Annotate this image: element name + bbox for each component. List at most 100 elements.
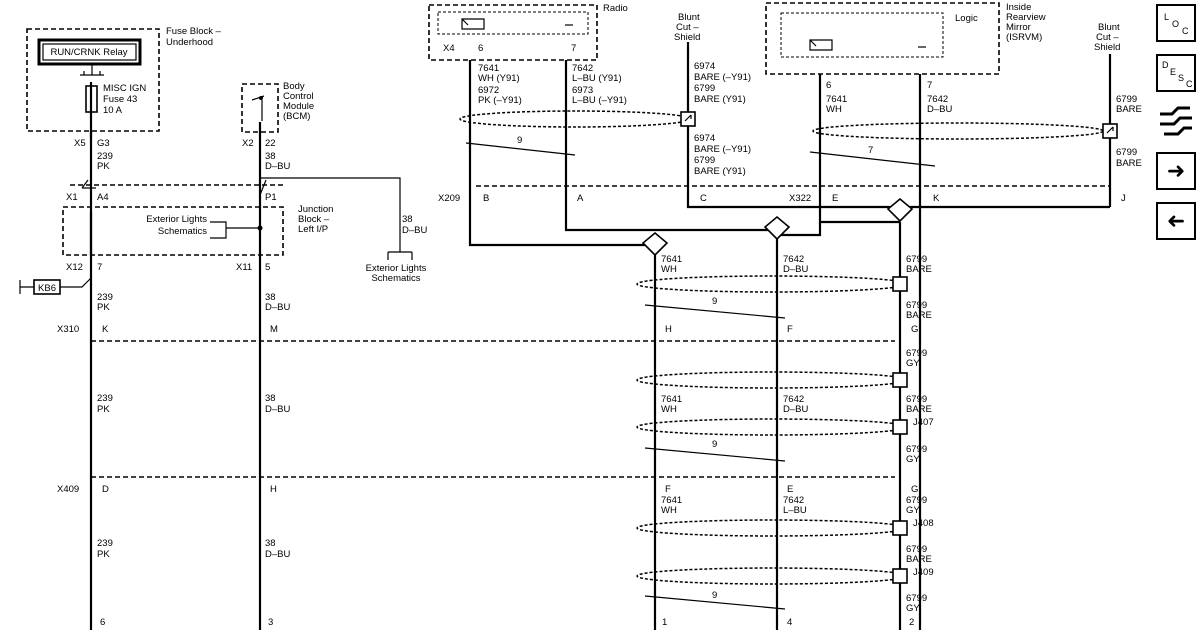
pin-x310-m: M (270, 324, 278, 335)
wire-38-a: 38 (265, 151, 276, 162)
wire-wh-a: WH (661, 264, 677, 275)
conn-x4: X4 (443, 43, 455, 54)
desc-s: S (1178, 73, 1185, 83)
twist-shield-3 (636, 418, 908, 436)
twist-shield-1 (636, 275, 908, 293)
twist-shield-4 (636, 519, 908, 537)
wire-7641-b: 7641 (661, 394, 682, 405)
s6799-a: 6799 (694, 83, 715, 94)
wire-7642-c: 7642 (783, 495, 804, 506)
fuse-block-label-1: Fuse Block – (166, 26, 222, 37)
pin-7: 7 (97, 262, 102, 273)
bcm-label-3: Module (283, 101, 314, 112)
wire-38-c: 38 (265, 292, 276, 303)
twist-9-a: 9 (712, 296, 717, 307)
conn-x2: X2 (242, 138, 254, 149)
next-button[interactable]: ➜ (1156, 152, 1196, 190)
blunt2-label-2: Cut – (1096, 32, 1119, 43)
jb-ext-label-2: Schematics (158, 226, 207, 237)
loc-button[interactable]: L O C (1156, 4, 1196, 42)
junction-block-outline (62, 206, 284, 256)
wire-pk-b: PK (97, 302, 110, 313)
radio-pin-7: 7 (571, 43, 576, 54)
s2-bare-a: BARE (1116, 104, 1142, 115)
blunt2-label-3: Shield (1094, 42, 1120, 53)
pin-x209-a: A (577, 193, 584, 204)
s6974-a: 6974 (694, 61, 715, 72)
wire-6799-d: 6799 (906, 394, 927, 405)
desc-button[interactable]: D E S C (1156, 54, 1196, 92)
prev-button[interactable]: ➜ (1156, 202, 1196, 240)
twist-shield-2 (636, 371, 908, 389)
shield-splice-2 (1102, 123, 1118, 139)
radio-label: Radio (603, 3, 628, 14)
wiring-schematic: Fuse Block – Underhood RUN/CRNK Relay MI… (19, 2, 1142, 630)
wire-dbu-d: D–BU (265, 404, 290, 415)
bottom-pin-4: 4 (787, 617, 792, 628)
fuse-label-2: Fuse 43 (103, 94, 137, 105)
nav-panel: L O C D E S C ➜ ➜ (1152, 0, 1200, 630)
isrvm-label-2: Rearview (1006, 12, 1046, 23)
ext-lights-label-2: Schematics (371, 273, 420, 284)
isrvm-label-1: Inside (1006, 2, 1031, 13)
isrvm-pin-6: 6 (826, 80, 831, 91)
bottom-pin-2: 2 (909, 617, 914, 628)
fuse-block-outline (26, 28, 160, 132)
arrow-right-icon: ➜ (1166, 158, 1186, 184)
wire-gy-d: GY (906, 603, 920, 614)
wire-239-c: 239 (97, 393, 113, 404)
wire-wh-b: WH (661, 404, 677, 415)
s2-bare-b: BARE (1116, 158, 1142, 169)
isrvm-twist-7: 7 (868, 145, 873, 156)
pin-x409-f: F (665, 484, 671, 495)
pin-x409-h: H (270, 484, 277, 495)
pin-5: 5 (265, 262, 270, 273)
conn-x322: X322 (789, 193, 811, 204)
isrvm-dbu: D–BU (927, 104, 952, 115)
pin-22: 22 (265, 138, 276, 149)
radio-twist-9: 9 (517, 135, 522, 146)
pin-x322-k: K (933, 193, 940, 204)
wire-bare-b: BARE (906, 310, 932, 321)
desc-e: E (1170, 67, 1177, 77)
bottom-pin-1: 1 (662, 617, 667, 628)
wire-7642-b: 7642 (783, 394, 804, 405)
desc-c: C (1186, 79, 1193, 89)
isrvm-wire-wh (777, 74, 822, 237)
twist-shield-5 (636, 567, 908, 585)
wire-7641-c: 7641 (661, 495, 682, 506)
label-j409: J409 (913, 567, 934, 578)
twist-9-b: 9 (712, 439, 717, 450)
pin-x209-c: C (700, 193, 707, 204)
radio-wire-lbu-ny91: L–BU (–Y91) (572, 95, 627, 106)
radio-wire-lbu-y91: L–BU (Y91) (572, 73, 622, 84)
s6799-b: 6799 (694, 155, 715, 166)
arrow-left-icon: ➜ (1166, 208, 1186, 234)
isrvm-7642: 7642 (927, 94, 948, 105)
radio-wire-lbu (564, 60, 777, 232)
isrvm-label-4: (ISRVM) (1006, 32, 1042, 43)
s2-6799-a: 6799 (1116, 94, 1137, 105)
wire-38-e: 38 (265, 538, 276, 549)
pin-x322-j: J (1121, 193, 1126, 204)
wire-dbu-b: D–BU (402, 225, 427, 236)
jb-label-2: Block – (298, 214, 330, 225)
wire-wh-c: WH (661, 505, 677, 516)
wire-6799-c: 6799 (906, 348, 927, 359)
conn-x209: X209 (438, 193, 460, 204)
connector-view-icon[interactable] (1156, 104, 1196, 142)
s-bare-ny91-a: BARE (–Y91) (694, 72, 751, 83)
conn-x12: X12 (66, 262, 83, 273)
pin-x409-e: E (787, 484, 793, 495)
blunt2-label-1: Blunt (1098, 22, 1120, 33)
wire-gy-a: GY (906, 358, 920, 369)
wire-dbu-e: D–BU (265, 549, 290, 560)
jb-label-3: Left I/P (298, 224, 328, 235)
bcm-label-1: Body (283, 81, 305, 92)
radio-wire-7641: 7641 (478, 63, 499, 74)
ext-lights-label-1: Exterior Lights (366, 263, 427, 274)
splice-j407 (892, 419, 908, 435)
isrvm-outline (765, 2, 1000, 75)
splice-wh (641, 231, 669, 257)
conn-x5: X5 (74, 138, 86, 149)
